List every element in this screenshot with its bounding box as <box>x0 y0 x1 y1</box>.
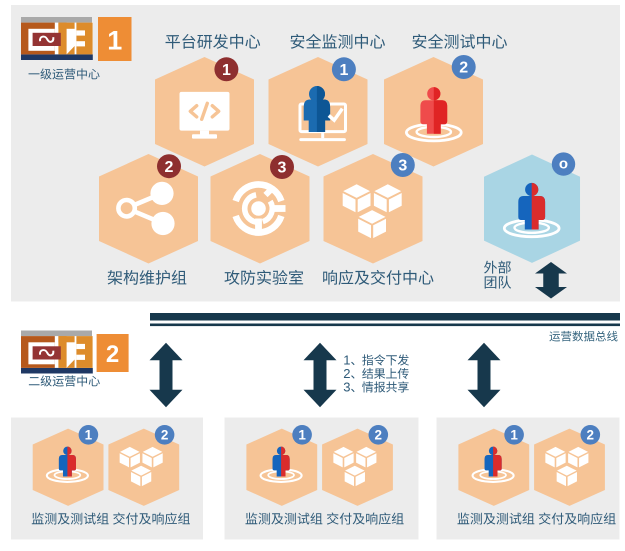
svg-text:2: 2 <box>165 159 174 176</box>
svg-text:1: 1 <box>222 62 231 79</box>
svg-text:1: 1 <box>343 353 350 368</box>
svg-text:3: 3 <box>398 158 407 175</box>
svg-text:2: 2 <box>343 366 350 381</box>
svg-text:3: 3 <box>278 160 287 177</box>
svg-text:1: 1 <box>107 26 122 56</box>
svg-text:1: 1 <box>298 428 306 443</box>
svg-text:1: 1 <box>85 428 93 443</box>
svg-text:o: o <box>559 156 568 173</box>
svg-text:2: 2 <box>587 428 595 443</box>
svg-text:2: 2 <box>161 428 169 443</box>
svg-text:2: 2 <box>459 60 468 77</box>
svg-text:3: 3 <box>343 380 350 395</box>
svg-text:2: 2 <box>375 428 383 443</box>
svg-text:2: 2 <box>106 341 119 368</box>
svg-text:1: 1 <box>510 428 518 443</box>
svg-text:1: 1 <box>339 62 348 79</box>
